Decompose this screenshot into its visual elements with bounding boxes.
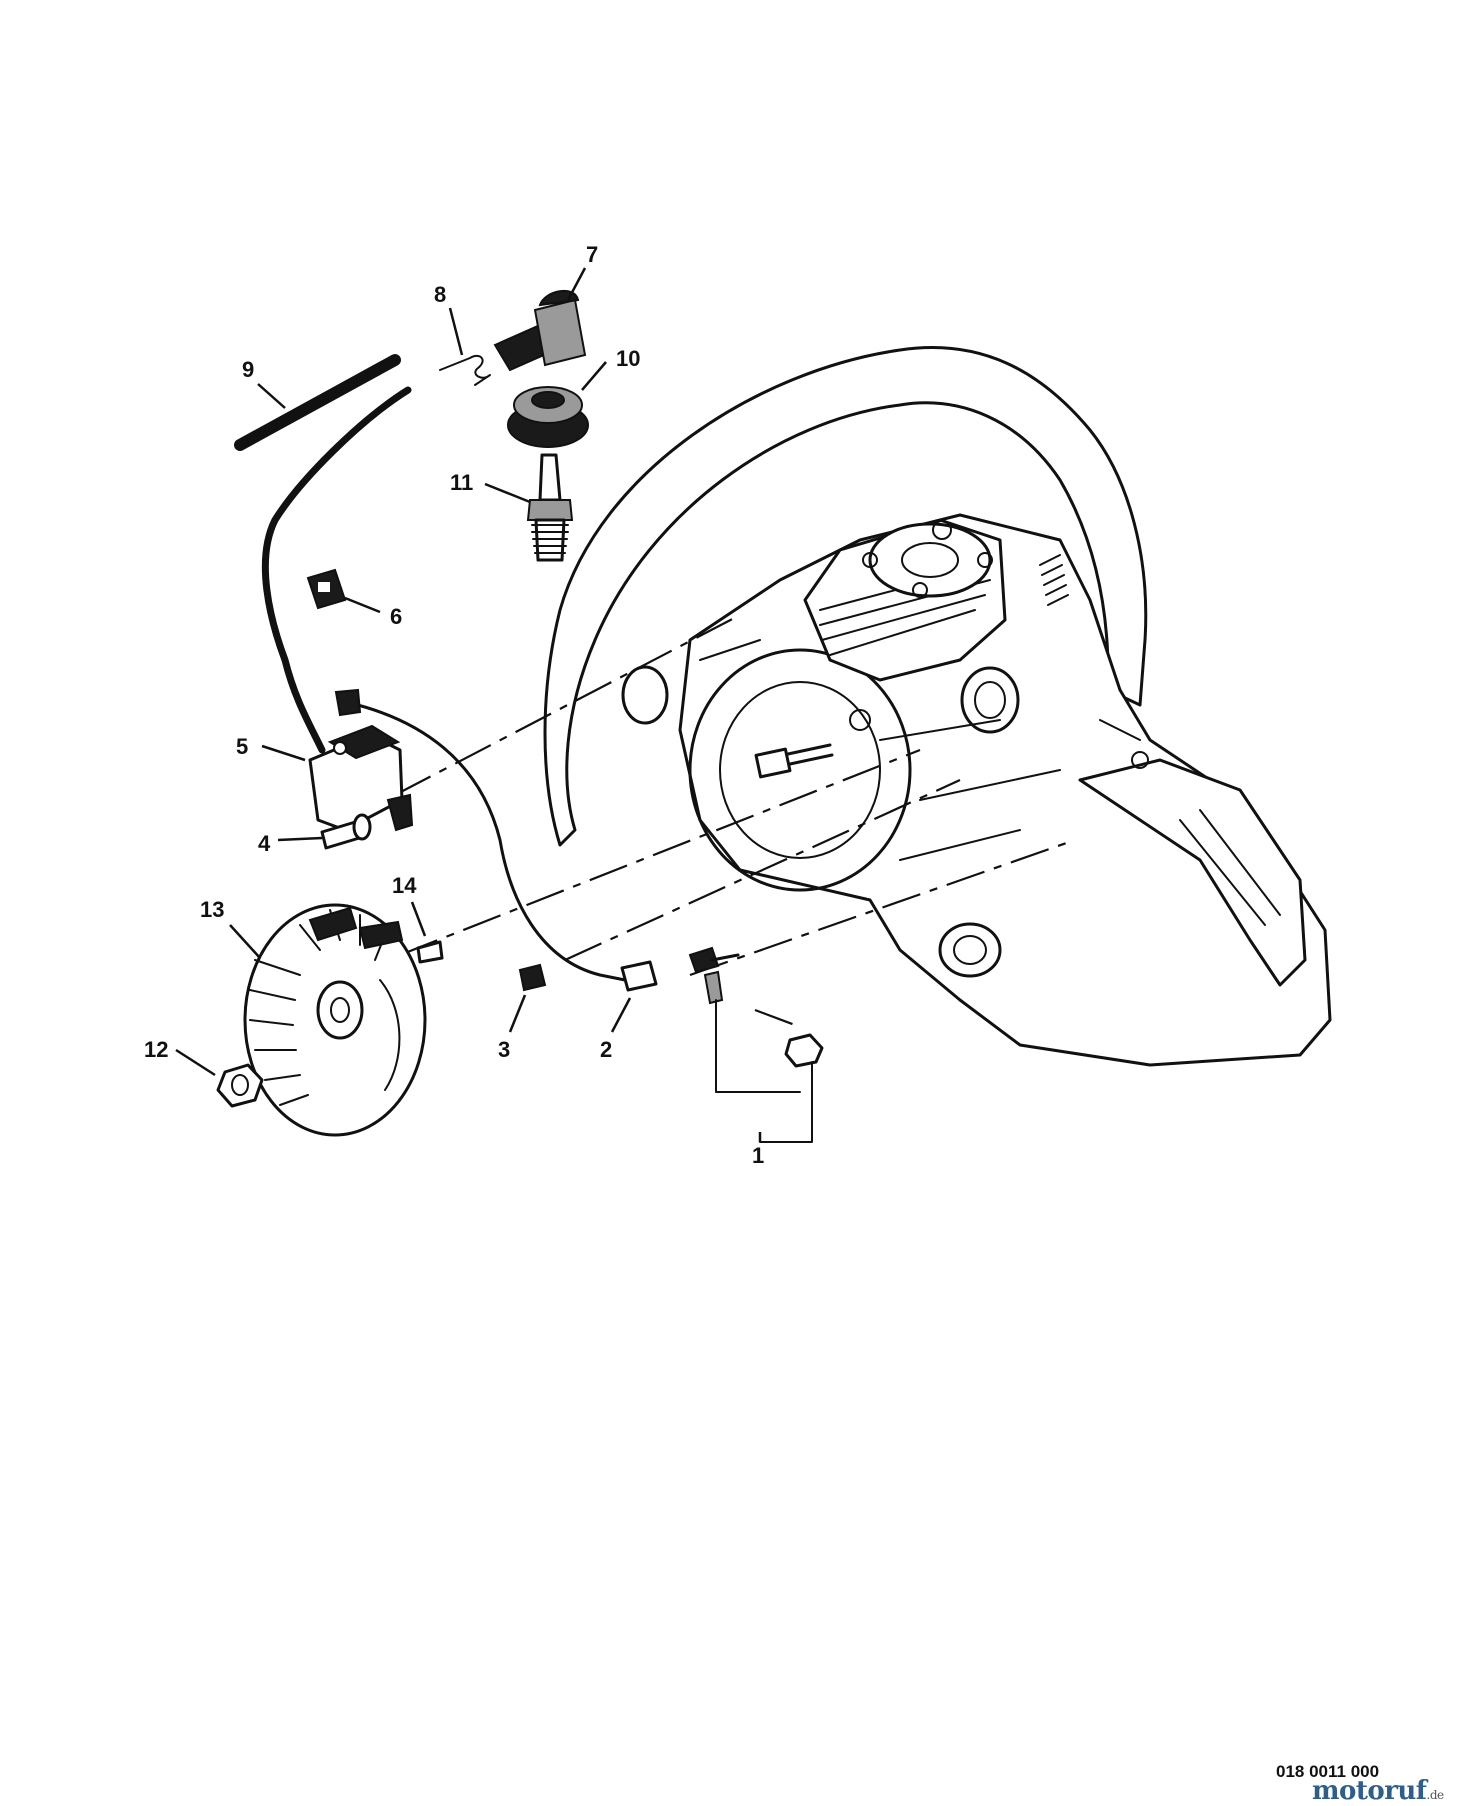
part-13-flywheel	[243, 903, 427, 1137]
watermark-logo: motoruf.de	[1312, 1776, 1444, 1806]
callout-9: 9	[242, 357, 254, 382]
part-4-screw	[320, 813, 372, 850]
callout-leaders	[175, 267, 762, 1142]
callout-4: 4	[258, 831, 271, 856]
callout-10: 10	[616, 346, 640, 371]
part-5-ignition-module	[261, 386, 658, 992]
part-7-plug-boot	[493, 290, 587, 372]
callout-labels: 1 2 3 4 5 6 7 8 9 10 11 12 13 14	[144, 242, 764, 1168]
watermark-tld: .de	[1426, 1788, 1445, 1802]
callout-3: 3	[498, 1037, 510, 1062]
callout-12: 12	[144, 1037, 168, 1062]
part-6-grommet	[306, 568, 347, 610]
engine-housing	[543, 346, 1332, 1067]
callout-5: 5	[236, 734, 248, 759]
part-11-spark-plug	[526, 453, 574, 562]
part-12-nut	[216, 1063, 264, 1108]
part-1-terminal	[688, 946, 824, 1143]
part-9-hose	[234, 354, 401, 451]
part-8-spring-clip	[439, 354, 491, 386]
part-10-cap	[507, 386, 589, 448]
callout-11: 11	[450, 470, 473, 495]
part-14-key	[416, 940, 444, 964]
callout-7: 7	[586, 242, 598, 267]
callout-14: 14	[392, 873, 417, 898]
callout-8: 8	[434, 282, 446, 307]
callout-2: 2	[600, 1037, 612, 1062]
callout-13: 13	[200, 897, 224, 922]
assembly-lines	[394, 614, 1076, 1027]
callout-1: 1	[752, 1143, 764, 1168]
part-3-grommet	[518, 963, 547, 992]
watermark-text: motoruf	[1312, 1776, 1427, 1806]
callout-6: 6	[390, 604, 402, 629]
drawing-code: 018 0011 000	[1276, 1762, 1380, 1781]
